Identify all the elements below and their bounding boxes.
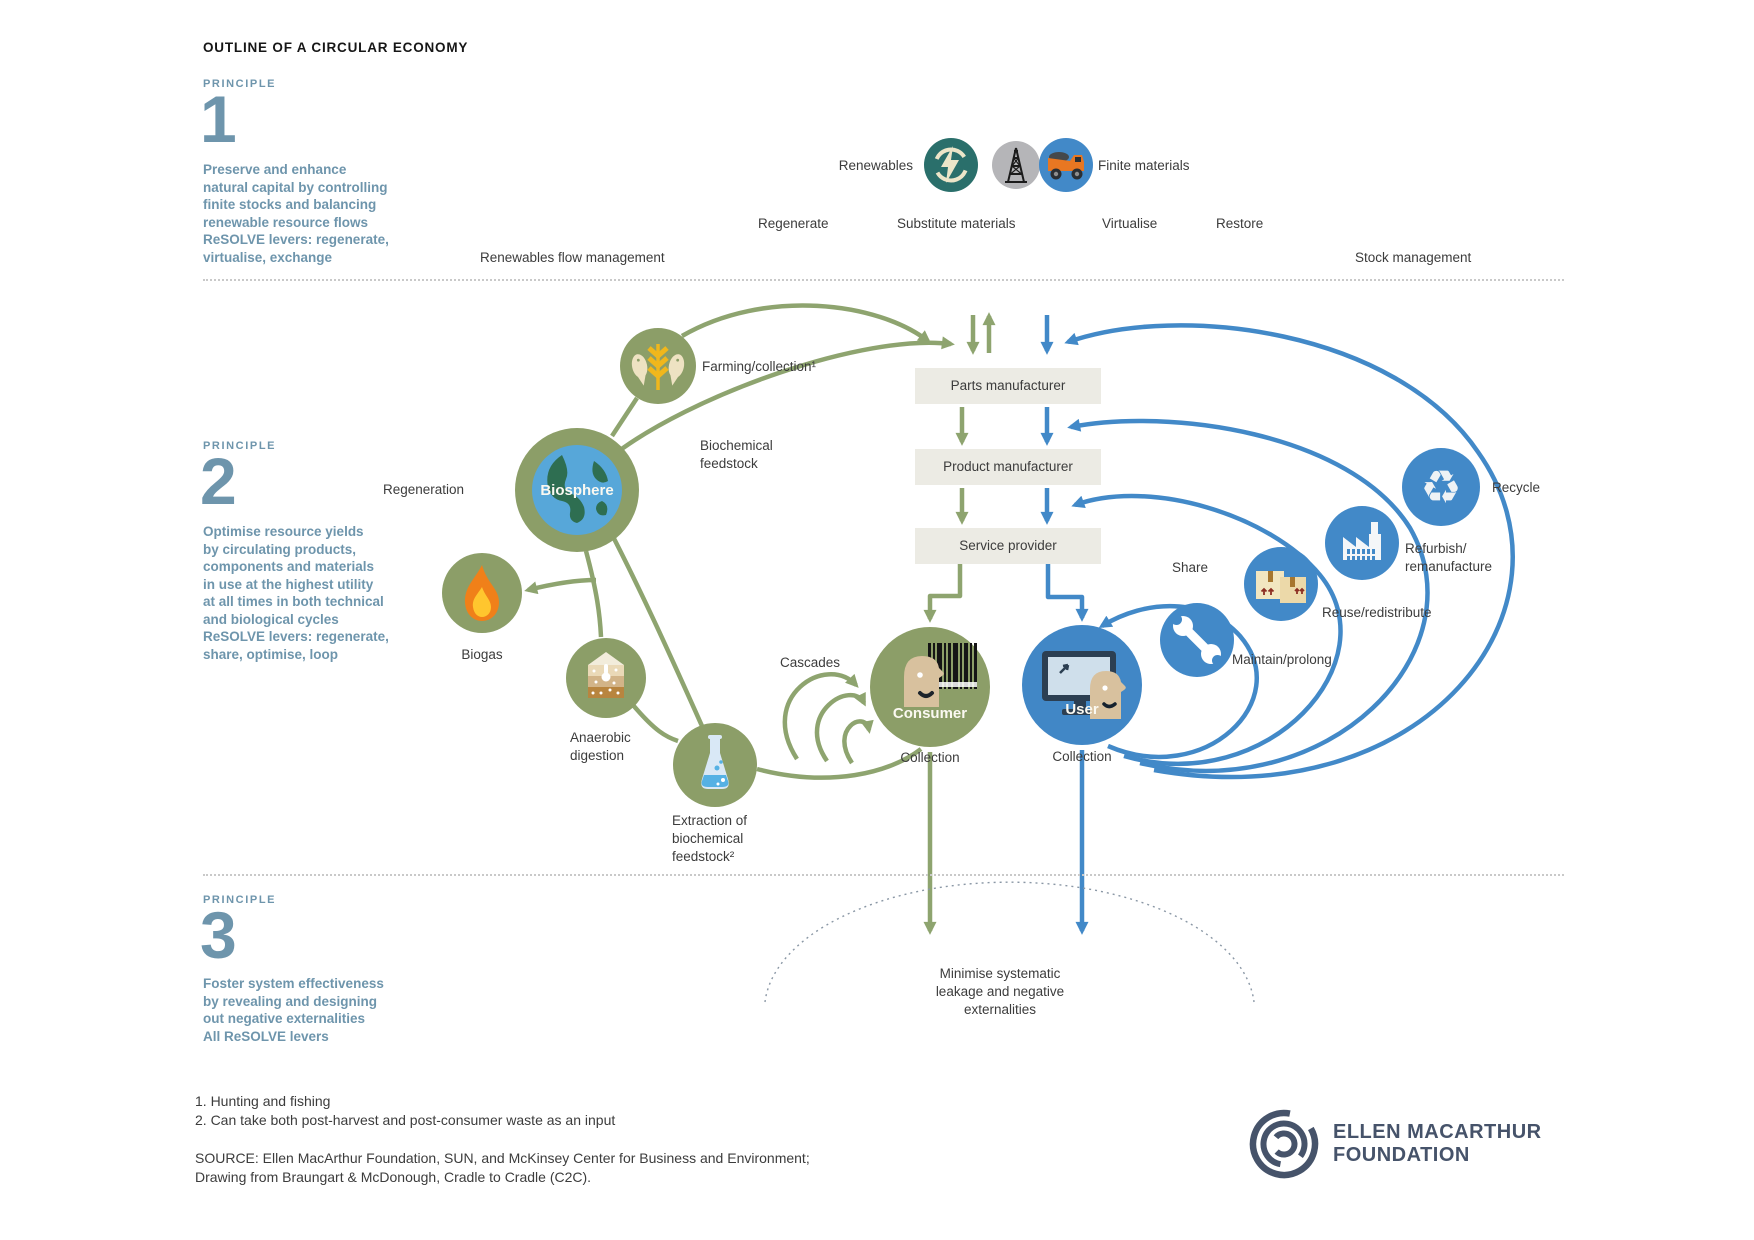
earth-icon: [532, 445, 622, 535]
biosphere-label: Biosphere: [540, 482, 614, 499]
farming-label: Farming/collection¹: [702, 359, 817, 374]
cascades-label: Cascades: [779, 655, 841, 670]
consumer-barcode-icon: [904, 643, 977, 707]
lever-virtualise: Virtualise: [1102, 216, 1158, 231]
emf-logo-line2: FOUNDATION: [1333, 1144, 1470, 1166]
recycle-label: Recycle: [1492, 480, 1541, 495]
recycle-node: ♻: [1402, 448, 1480, 526]
mining-truck-badge: [1039, 138, 1093, 192]
emf-logo-text: ELLEN MACARTHUR FOUNDATION: [1333, 1121, 1542, 1167]
reuse-label: Reuse/redistribute: [1322, 605, 1432, 620]
principle-3-text: Foster system effectiveness by revealing…: [203, 976, 384, 1044]
finite-materials-label: Finite materials: [1098, 158, 1190, 173]
principle-2-number: 2: [200, 444, 237, 518]
cascade-curl-1: [782, 672, 859, 761]
maintain-node: [1160, 603, 1234, 677]
anaerobic-node: [566, 638, 646, 718]
wrench-icon: [1171, 614, 1223, 666]
parts-manufacturer-box: Parts manufacturer: [915, 368, 1101, 404]
service-to-consumer-arrow: [923, 564, 963, 623]
consumer-label: Consumer: [892, 705, 968, 722]
regeneration-label: Regeneration: [383, 482, 465, 497]
renewables-badge: [924, 138, 978, 192]
principle-1-text: Preserve and enhance natural capital by …: [203, 162, 389, 265]
extraction-consumer-link: [756, 747, 923, 780]
principle-3-number: 3: [200, 898, 237, 972]
farming-node: [620, 328, 696, 404]
user-collection-label: Collection: [1052, 749, 1112, 764]
user-monitor-icon: [1042, 651, 1126, 719]
cascade-curl-2: [814, 691, 867, 763]
cascade-curl-3: [842, 719, 874, 765]
principle-1-number: 1: [200, 82, 237, 156]
minimise-leakage-label: Minimise systematic leakage and negative…: [935, 966, 1065, 1017]
reuse-node: [1244, 547, 1318, 621]
lever-restore: Restore: [1216, 216, 1264, 231]
emf-logo-line1: ELLEN MACARTHUR: [1333, 1121, 1542, 1143]
soil-layers-icon: [588, 652, 624, 698]
service-to-user-arrow: [1045, 564, 1089, 622]
lever-regenerate: Regenerate: [758, 216, 829, 231]
product-manufacturer-box: Product manufacturer: [915, 449, 1101, 485]
extraction-label: Extraction of biochemical feedstock²: [672, 813, 748, 864]
page-title: OUTLINE OF A CIRCULAR ECONOMY: [203, 40, 469, 55]
source-text: SOURCE: Ellen MacArthur Foundation, SUN,…: [195, 1150, 810, 1185]
user-node: User: [1022, 625, 1142, 745]
anaerobic-label: Anaerobic digestion: [570, 730, 631, 763]
biosphere-feedstock-arc: [609, 336, 955, 459]
footnotes: 1. Hunting and fishing 2. Can take both …: [195, 1093, 616, 1128]
maintain-label: Maintain/prolong: [1232, 652, 1332, 667]
wheat-fish-icon: [631, 344, 685, 390]
farming-biosphere-link: [610, 396, 639, 438]
dump-truck-icon: [1048, 152, 1084, 180]
renewables-flow-label: Renewables flow management: [480, 250, 665, 265]
share-label: Share: [1172, 560, 1209, 575]
service-provider-box: Service provider: [915, 528, 1101, 564]
user-label: User: [1065, 701, 1099, 718]
bio-cycle-arrows: [524, 303, 996, 935]
biogas-label: Biogas: [461, 647, 503, 662]
stock-management-label: Stock management: [1355, 250, 1472, 265]
biogas-arrow: [524, 577, 597, 595]
flame-icon: [464, 565, 499, 621]
biosphere-extraction-link: [605, 523, 705, 727]
biosphere-node: Biosphere: [515, 428, 639, 552]
anaerobic-extraction-link: [631, 703, 679, 744]
oil-derrick-badge: [992, 141, 1040, 189]
bottom-divider: [203, 874, 1564, 876]
renewable-energy-icon: [933, 146, 969, 183]
principle-2-text: Optimise resource yields by circulating …: [203, 524, 389, 662]
biogas-node: [442, 553, 522, 633]
leakage-dotted-arc: [764, 881, 1255, 1003]
tech-cycle-arrows: [1040, 315, 1515, 935]
farming-to-parts-arc: [680, 303, 932, 344]
renewables-label: Renewables: [838, 158, 913, 173]
principle-1-label: PRINCIPLE: [203, 78, 277, 90]
emf-logo-icon: [1249, 1109, 1319, 1179]
consumer-node: Consumer: [870, 627, 990, 747]
recycle-loop: [1064, 323, 1515, 780]
lever-substitute-materials: Substitute materials: [897, 216, 1016, 231]
flask-icon: [701, 735, 729, 789]
boxes-icon: [1256, 571, 1306, 603]
refurbish-node: [1325, 506, 1399, 580]
factory-icon: [1343, 522, 1381, 561]
oil-derrick-icon: [1005, 147, 1027, 183]
refurbish-loop: [1067, 418, 1430, 774]
top-divider: [203, 279, 1564, 281]
biosphere-anaerobic-link: [583, 550, 604, 638]
extraction-node: [673, 723, 757, 807]
consumer-collection-label: Collection: [900, 750, 960, 765]
recycle-icon: ♻: [1420, 461, 1462, 513]
principle-3-label: PRINCIPLE: [203, 894, 277, 906]
refurbish-label: Refurbish/ remanufacture: [1405, 541, 1493, 574]
principle-2-label: PRINCIPLE: [203, 440, 277, 452]
maintain-loop: [1098, 603, 1259, 760]
biochemical-feedstock-label: Biochemical feedstock: [700, 438, 773, 471]
reuse-loop: [1071, 493, 1343, 766]
